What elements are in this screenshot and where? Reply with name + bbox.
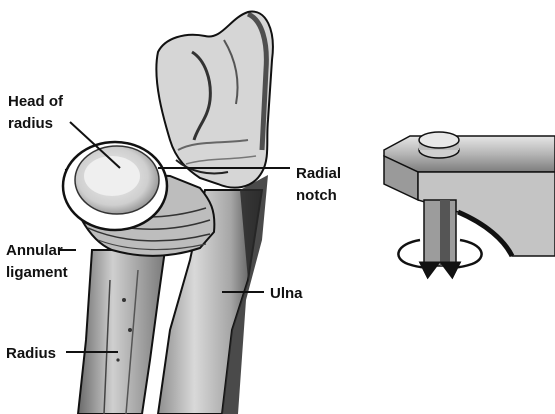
radius-bone bbox=[78, 250, 165, 414]
label-head-of-radius-line2: radius bbox=[8, 115, 53, 132]
pivot-joint-illustration bbox=[384, 132, 555, 267]
label-annular-ligament-line2: ligament bbox=[6, 264, 68, 281]
label-annular-ligament-line1: Annular bbox=[6, 242, 63, 259]
label-radius: Radius bbox=[6, 345, 56, 362]
label-head-of-radius-line1: Head of bbox=[8, 93, 64, 110]
label-radial-notch-line2: notch bbox=[296, 187, 337, 204]
label-radial-notch-line1: Radial bbox=[296, 165, 341, 182]
label-ulna: Ulna bbox=[270, 285, 303, 302]
radial-head bbox=[63, 142, 167, 230]
